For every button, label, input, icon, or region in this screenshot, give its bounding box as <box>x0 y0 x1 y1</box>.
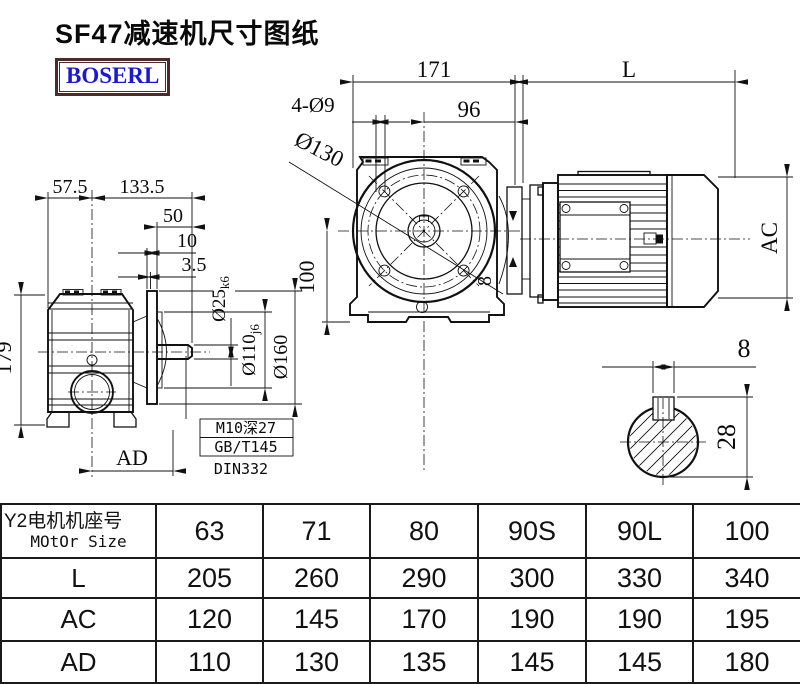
page-title: SF47减速机尺寸图纸 <box>55 19 320 49</box>
table-row-AC: AC 120 145 170 190 190 195 <box>0 597 800 642</box>
col-90S: 90S <box>477 503 587 559</box>
dim-L: L <box>622 57 636 82</box>
table-cell: 145 <box>585 640 694 684</box>
dim-179: 179 <box>0 342 16 375</box>
table-row-L: L 205 260 290 300 330 340 <box>0 557 800 599</box>
col-71: 71 <box>262 503 371 559</box>
table-cell: 120 <box>155 597 264 642</box>
dim-133-5: 133.5 <box>120 176 165 198</box>
row-label-AC: AC <box>0 597 157 642</box>
dim-flange-130: Ø130 <box>291 127 348 172</box>
brand-logo-text: BOSERL <box>59 62 167 92</box>
standard-din: DIN332 <box>214 460 268 478</box>
dim-10: 10 <box>177 230 197 252</box>
table-cell: 260 <box>262 557 371 599</box>
dim-100: 100 <box>294 261 319 294</box>
table-cell: 180 <box>692 640 800 684</box>
technical-drawing: 57.5 133.5 50 10 3.5 179 AD Ø25k6 Ø110j6… <box>0 57 793 490</box>
table-cell: 340 <box>692 557 800 599</box>
dim-8-front: 8 <box>474 276 496 286</box>
table-cell: 145 <box>477 640 587 684</box>
dim-171: 171 <box>417 57 452 82</box>
table-cell: 195 <box>692 597 800 642</box>
table-cell: 170 <box>369 597 479 642</box>
flange-adapter <box>498 182 559 304</box>
dim-AD: AD <box>116 445 148 470</box>
dim-spigot-diameter: Ø110j6 <box>239 324 262 376</box>
dim-57-5: 57.5 <box>53 176 88 198</box>
tap-hole-note: M10深27 <box>216 419 276 437</box>
dim-50: 50 <box>163 205 183 227</box>
brand-logo: BOSERL <box>55 58 171 96</box>
table-cell: 190 <box>585 597 694 642</box>
table-cell: 145 <box>262 597 371 642</box>
ac-dimension: AC <box>718 164 793 311</box>
table-cell: 190 <box>477 597 587 642</box>
motor-view <box>520 170 750 308</box>
dim-flange-od: Ø160 <box>270 335 292 379</box>
table-cell: 205 <box>155 557 264 599</box>
dim-bolt-holes: 4-Ø9 <box>291 93 334 117</box>
table-cell: 330 <box>585 557 694 599</box>
table-cell: 300 <box>477 557 587 599</box>
dim-key-height: 28 <box>712 424 741 450</box>
dim-shaft-diameter: Ø25k6 <box>209 276 232 322</box>
col-80: 80 <box>369 503 479 559</box>
table-cell: 110 <box>155 640 264 684</box>
side-view-dimensions: 57.5 133.5 50 10 3.5 179 AD Ø25k6 Ø110j6… <box>0 176 302 478</box>
row-label-AD: AD <box>0 640 157 684</box>
col-63: 63 <box>155 503 264 559</box>
shaft-section: 8 28 <box>602 334 756 490</box>
dim-key-width: 8 <box>738 334 751 363</box>
col-100: 100 <box>692 503 800 559</box>
standard-gb: GB/T145 <box>214 438 277 456</box>
dim-3-5: 3.5 <box>182 254 207 276</box>
table-row-AD: AD 110 130 135 145 145 180 <box>0 640 800 684</box>
col-90L: 90L <box>585 503 694 559</box>
dim-96: 96 <box>458 97 481 122</box>
motor-size-table: Y2电机机座号 MOtOr Size 63 71 80 90S 90L 100 … <box>0 503 800 684</box>
dim-AC: AC <box>757 222 782 254</box>
gearbox-side-view <box>38 190 210 477</box>
row-label-L: L <box>0 557 157 599</box>
table-header-row: Y2电机机座号 MOtOr Size 63 71 80 90S 90L 100 <box>0 503 800 559</box>
table-cell: 290 <box>369 557 479 599</box>
table-header-label: Y2电机机座号 MOtOr Size <box>0 503 157 559</box>
header-en: MOtOr Size <box>30 531 127 551</box>
table-cell: 130 <box>262 640 371 684</box>
table-cell: 135 <box>369 640 479 684</box>
gearbox-front-view <box>288 112 520 472</box>
header-cn: Y2电机机座号 <box>4 510 123 532</box>
